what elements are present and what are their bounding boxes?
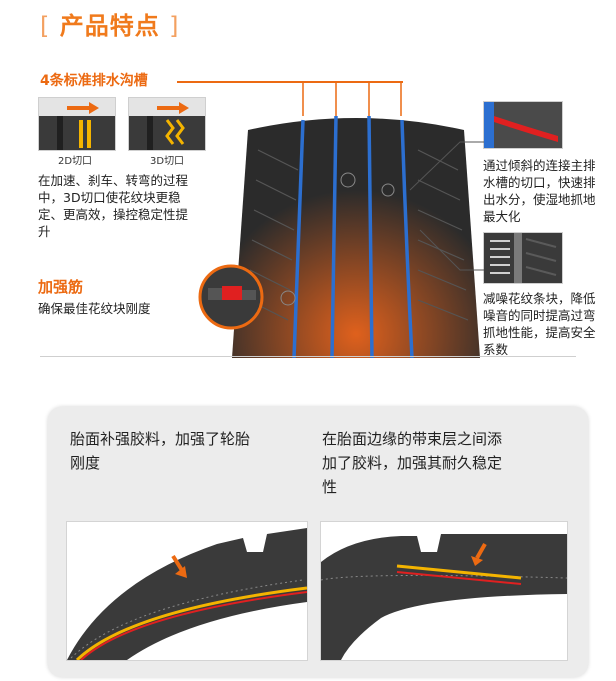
section-divider bbox=[40, 356, 576, 357]
rib-magnifier bbox=[198, 264, 264, 330]
cross-section-left-panel bbox=[66, 521, 308, 662]
arrow-right-icon bbox=[157, 102, 189, 114]
cross-section-card: 胎面补强胶料，加强了轮胎 刚度 在胎面边缘的带束层之间添 加了胶料，加强其耐久稳… bbox=[48, 407, 588, 677]
noise-block-image bbox=[484, 233, 562, 283]
grooves-label: 4条标准排水沟槽 bbox=[40, 73, 148, 89]
cut-3d-thumbnail bbox=[128, 97, 206, 151]
arrow-down-icon bbox=[175, 566, 187, 578]
right-bottom-description: 减噪花纹条块，降低 噪音的同时提高过弯 抓地性能，提高安全 系数 bbox=[483, 291, 596, 357]
cut-2d-caption: 2D切口 bbox=[58, 156, 93, 167]
rib-description: 确保最佳花纹块刚度 bbox=[38, 301, 151, 316]
arrow-down-icon bbox=[471, 556, 483, 566]
noise-block-thumbnail bbox=[483, 232, 563, 284]
page-title: [ 产品特点 ] bbox=[40, 12, 180, 40]
right-top-description: 通过倾斜的连接主排 水槽的切口，快速排 出水分，使湿地抓地 最大化 bbox=[483, 158, 596, 224]
cut-2d-image bbox=[39, 102, 115, 150]
rib-label: 加强筋 bbox=[38, 278, 84, 296]
cut-2d-thumbnail bbox=[38, 97, 116, 151]
sipe-image bbox=[484, 102, 562, 148]
sipe-thumbnail bbox=[483, 101, 563, 149]
tire-tread-illustration bbox=[232, 115, 480, 358]
cross-section-left-text: 胎面补强胶料，加强了轮胎 刚度 bbox=[70, 430, 251, 472]
cross-section-right-panel bbox=[320, 521, 568, 661]
cross-section-right-text: 在胎面边缘的带束层之间添 加了胶料，加强其耐久稳定 性 bbox=[322, 430, 503, 496]
right-leader-lines bbox=[409, 141, 484, 271]
grooves-leader-line bbox=[177, 81, 403, 116]
grooves-description: 在加速、刹车、转弯的过程 中，3D切口使花纹块更稳 定、更高效，操控稳定性提 升 bbox=[38, 173, 189, 239]
cut-3d-caption: 3D切口 bbox=[150, 156, 185, 167]
cross-section-right-image bbox=[320, 534, 568, 660]
arrow-right-icon bbox=[67, 102, 99, 114]
cut-3d-image bbox=[129, 102, 205, 150]
cross-section-left-image bbox=[67, 528, 308, 662]
